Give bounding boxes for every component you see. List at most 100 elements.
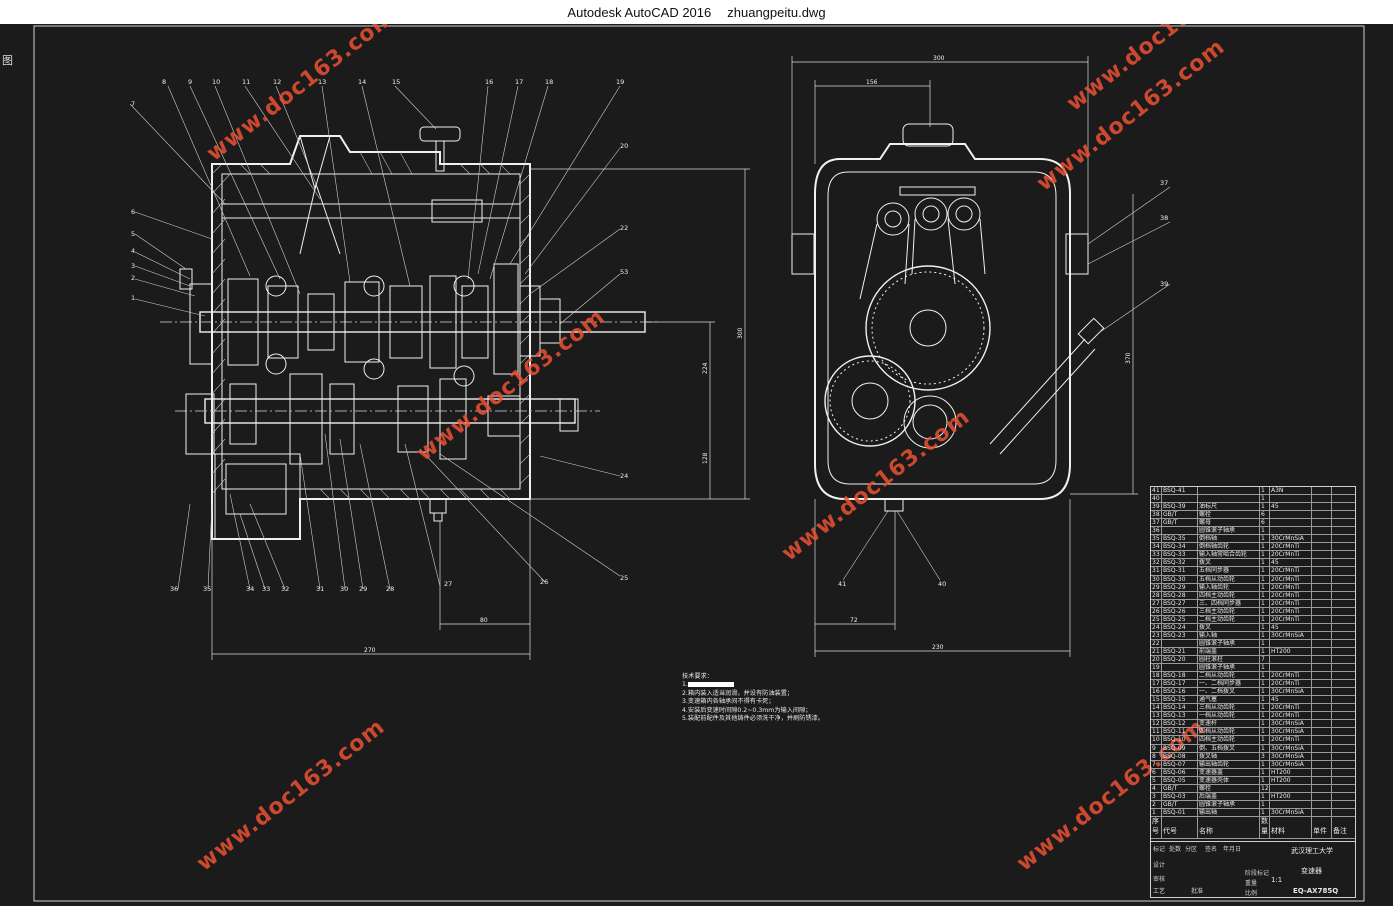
bom-cell: BSQ-33 <box>1162 551 1198 559</box>
bom-cell <box>1270 495 1312 503</box>
bom-cell <box>1312 559 1332 567</box>
bom-cell: 圆锥滚子轴承 <box>1198 664 1260 672</box>
bom-cell: 30CrMnSiA <box>1270 688 1312 696</box>
bom-cell: 27 <box>1151 599 1162 607</box>
drawing-canvas[interactable]: 图 <box>0 24 1393 906</box>
bom-cell: 四档主动齿轮 <box>1198 591 1260 599</box>
bom-cell: 1 <box>1260 647 1270 655</box>
bom-cell: BSQ-28 <box>1162 591 1198 599</box>
bom-cell: 拨叉 <box>1198 623 1260 631</box>
bom-cell: BSQ-25 <box>1162 615 1198 623</box>
bom-cell <box>1332 567 1355 574</box>
bom-cell: 13 <box>1151 712 1162 720</box>
bom-cell: 1 <box>1260 720 1270 728</box>
bom-cell <box>1270 519 1312 527</box>
tb-label: 比例 <box>1245 890 1258 897</box>
bom-cell: BSQ-08 <box>1162 752 1198 760</box>
bom-cell: 一、二档同步器 <box>1198 680 1260 688</box>
bom-cell: 1 <box>1260 567 1270 575</box>
bom-cell: BSQ-11 <box>1162 728 1198 736</box>
bom-cell <box>1162 527 1198 535</box>
front-dimension-label: 300 <box>737 327 744 339</box>
bom-cell: 12 <box>1261 784 1270 792</box>
bom-cell <box>1312 776 1332 784</box>
tb-label: 分区 <box>1185 846 1198 853</box>
bom-cell: 6 <box>1260 519 1270 527</box>
bom-cell: 16 <box>1151 688 1162 696</box>
bom-cell: BSQ-06 <box>1162 768 1198 776</box>
bom-cell: BSQ-20 <box>1162 655 1198 664</box>
bom-cell: 输出轴 <box>1198 808 1260 816</box>
side-dimension-label: 370 <box>1125 352 1132 364</box>
bom-cell: 15 <box>1151 696 1162 704</box>
bom-cell: 38 <box>1151 511 1162 519</box>
bom-cell: 22 <box>1151 639 1162 647</box>
bom-cell: 1 <box>1260 503 1270 511</box>
bom-cell: BSQ-09 <box>1162 744 1198 752</box>
bom-cell: 1 <box>1260 583 1270 591</box>
bom-cell <box>1312 639 1332 647</box>
front-leader-label: 10 <box>212 78 220 86</box>
cad-drawing[interactable]: 1234567891011121314151617181920225324252… <box>0 24 1393 906</box>
bom-cell: 6 <box>1260 511 1270 519</box>
technical-requirements: 技术要求： 1. 2.箱内装入适当润滑，并设有防油装置； 3.变速箱内各轴承间不… <box>682 673 824 723</box>
bom-cell: 7 <box>1260 655 1270 664</box>
bom-cell: 1 <box>1260 760 1270 768</box>
bom-cell: 通气塞 <box>1198 696 1260 704</box>
bom-cell: 1 <box>1260 575 1270 583</box>
bom-cell: BSQ-41 <box>1162 487 1198 495</box>
bom-cell: 拨叉轴 <box>1198 752 1260 760</box>
bom-cell: 20CrMnTi <box>1270 736 1312 744</box>
front-leader-label: 15 <box>392 78 400 86</box>
bom-cell <box>1312 744 1332 752</box>
bom-cell <box>1332 712 1355 719</box>
menu-glyph[interactable]: 图 <box>2 55 13 67</box>
bom-cell <box>1312 623 1332 631</box>
front-leader-label: 5 <box>131 230 135 238</box>
bom-cell: 30 <box>1151 575 1162 583</box>
bom-cell: 一档从动齿轮 <box>1198 712 1260 720</box>
bom-cell: BSQ-32 <box>1162 559 1198 567</box>
bom-cell <box>1332 672 1355 679</box>
front-leader-label: 31 <box>316 585 324 593</box>
bom-cell: 1 <box>1260 559 1270 567</box>
bom-cell: 45 <box>1270 623 1312 631</box>
bom-cell: BSQ-35 <box>1162 535 1198 543</box>
bom-cell: BSQ-10 <box>1162 736 1198 744</box>
front-leader-label: 12 <box>273 78 281 86</box>
drawing-scale: 1:1 <box>1271 876 1283 884</box>
app-name: Autodesk AutoCAD 2016 <box>567 4 712 20</box>
bom-cell: BSQ-39 <box>1162 503 1198 511</box>
bom-cell: GB/T <box>1162 784 1198 792</box>
bom-cell <box>1332 576 1355 583</box>
bom-cell <box>1198 487 1260 495</box>
bom-cell: 1 <box>1260 607 1270 615</box>
bom-cell <box>1312 680 1332 688</box>
bom-cell <box>1332 495 1355 502</box>
bom-cell: 28 <box>1151 591 1162 599</box>
bom-cell <box>1332 753 1355 760</box>
title-block: 武汉理工大学 变速器 1:1 EQ-AX785Q 标记 处数 分区 签名 年月日… <box>1151 841 1355 897</box>
bom-col-code: 代号 <box>1162 816 1198 838</box>
tb-label: 签名 <box>1205 846 1218 853</box>
bom-cell: 变速器盖 <box>1198 768 1260 776</box>
bom-cell <box>1332 680 1355 687</box>
bom-col-qty: 数量 <box>1260 816 1270 838</box>
bom-cell: 圆柱滚柱 <box>1198 655 1260 664</box>
bom-cell: 7 <box>1151 760 1162 768</box>
front-leader-label: 24 <box>620 472 628 480</box>
bom-cell <box>1312 800 1332 808</box>
tech-req-item-3: 3.变速箱内各轴承间不得有卡死； <box>682 698 775 706</box>
bom-cell: 45 <box>1270 559 1312 567</box>
